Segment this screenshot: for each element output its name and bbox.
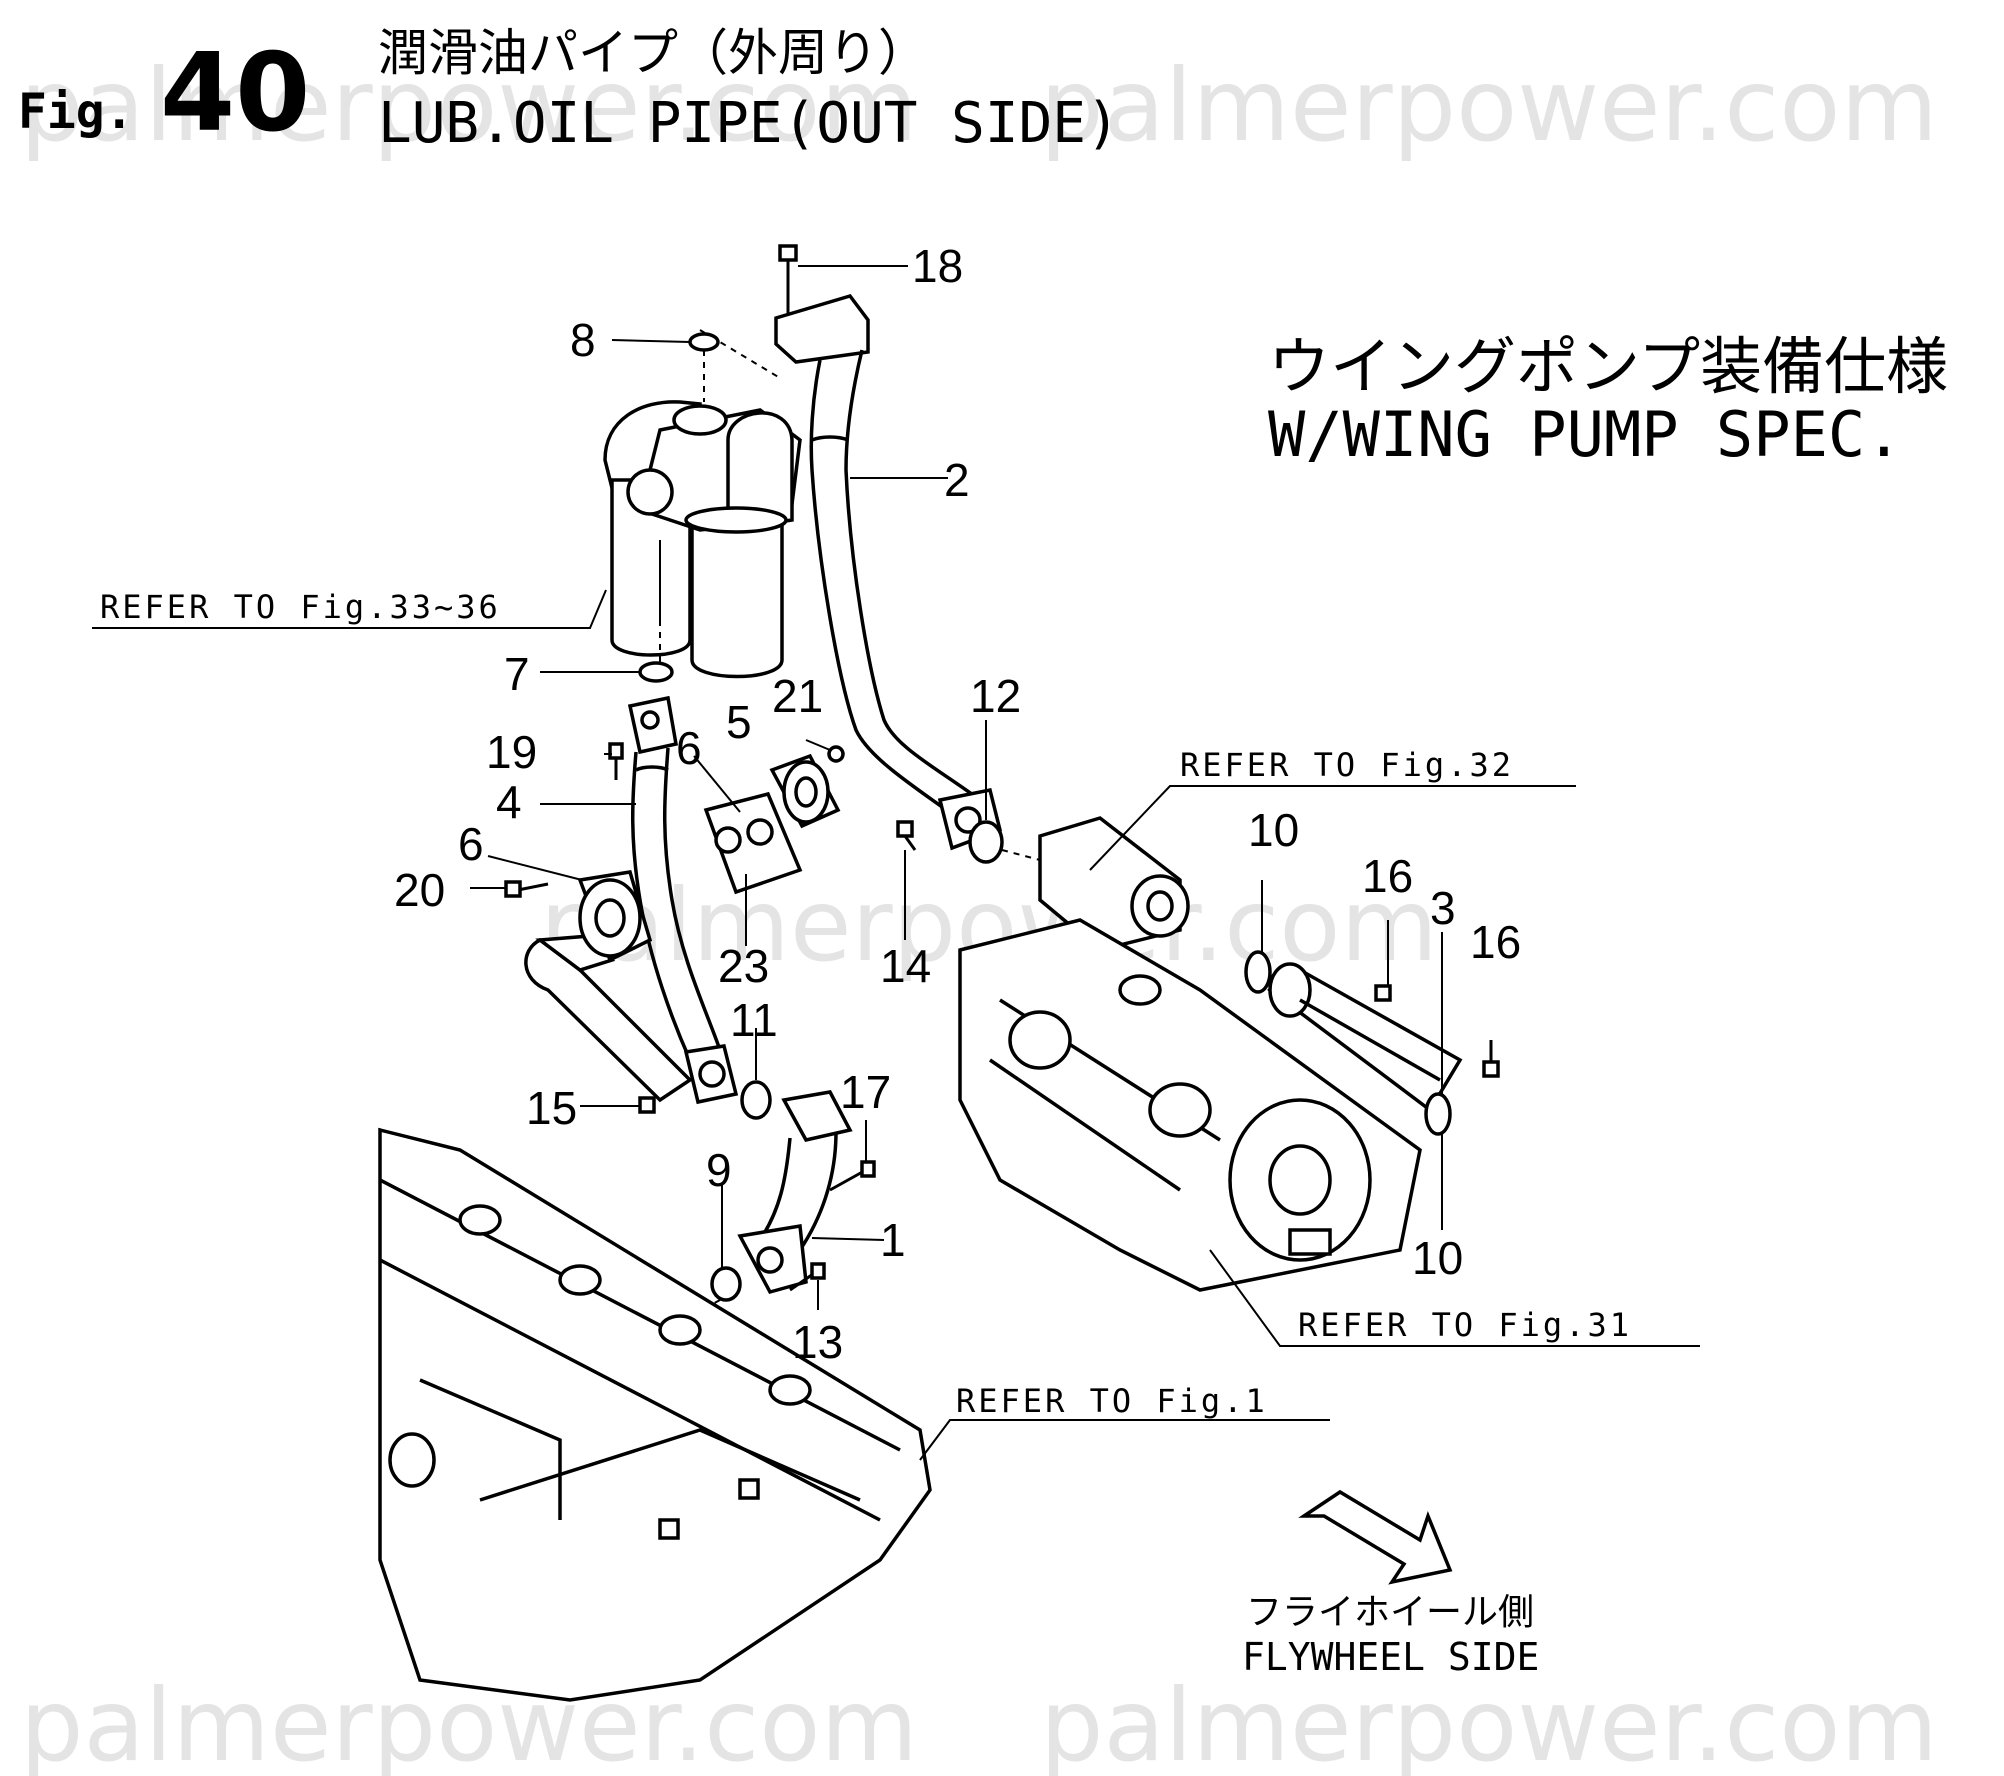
callout-12: 12 [970, 670, 1021, 722]
title-japanese: 潤滑油パイプ（外周り） [378, 24, 928, 82]
reference-fig32: REFER TO Fig.32 [1180, 746, 1514, 784]
callout-9: 9 [706, 1144, 732, 1196]
part-elbow-pipe [524, 870, 739, 1105]
part-pipe-1 [737, 1090, 853, 1295]
callout-20: 20 [394, 864, 445, 916]
callout-15: 15 [526, 1082, 577, 1134]
callout-21: 21 [772, 670, 823, 722]
part-bolt-16-left [1374, 984, 1392, 1002]
part-bolt-14 [896, 820, 917, 851]
watermark-top-right: palmerpower.com [1040, 47, 1938, 164]
leader-lines [470, 265, 1443, 1310]
callout-8: 8 [570, 314, 596, 366]
callout-10-upper: 10 [1248, 804, 1299, 856]
part-wing-pump-assembly [958, 816, 1463, 1292]
reference-fig31: REFER TO Fig.31 [1298, 1306, 1632, 1344]
callout-19: 19 [486, 726, 537, 778]
part-oring-11 [740, 1080, 772, 1120]
part-oring-10-upper [1244, 950, 1272, 994]
callout-14: 14 [880, 940, 931, 992]
fig-prefix: Fig. [18, 84, 134, 140]
callout-3: 3 [1430, 882, 1456, 934]
part-engine-block [378, 1127, 932, 1702]
spec-japanese: ウイングポンプ装備仕様 [1268, 330, 1948, 403]
part-oring-12 [968, 820, 1004, 864]
part-oil-filter-assembly [603, 400, 802, 679]
spec-english: W/WING PUMP SPEC. [1268, 398, 1903, 471]
spec-label: ウイングポンプ装備仕様 W/WING PUMP SPEC. [1268, 330, 1948, 471]
callout-4: 4 [496, 776, 522, 828]
part-bolt-17 [829, 1160, 876, 1192]
callout-13: 13 [792, 1316, 843, 1368]
direction-arrow-icon [1298, 1489, 1453, 1585]
watermark-bottom-right: palmerpower.com [1040, 1667, 1938, 1776]
figure-header: Fig. 40 潤滑油パイプ（外周り） LUB.OIL PIPE(OUT SID… [18, 24, 1120, 156]
callout-16-right: 16 [1470, 916, 1521, 968]
part-bolt-19 [608, 742, 624, 780]
callout-18: 18 [912, 240, 963, 292]
flywheel-label-japanese: フライホイール側 [1246, 1592, 1534, 1633]
part-flange-5 [769, 753, 841, 829]
callout-6-lower: 6 [458, 818, 484, 870]
callout-17: 17 [840, 1066, 891, 1118]
callout-1: 1 [880, 1214, 906, 1266]
watermark-top-left: palmerpower.com [20, 47, 918, 164]
callout-6-upper: 6 [676, 722, 702, 774]
reference-fig33-36: REFER TO Fig.33~36 [100, 588, 501, 626]
part-pipe-2 [774, 293, 1003, 851]
part-oring-9 [710, 1266, 742, 1302]
part-oring-10-lower [1424, 1092, 1452, 1136]
fig-number: 40 [160, 31, 310, 156]
part-bolt-16-right [1482, 1040, 1500, 1078]
callout-7: 7 [504, 648, 530, 700]
flywheel-label-english: FLYWHEEL SIDE [1242, 1635, 1539, 1679]
part-bolt-18 [778, 244, 798, 320]
reference-fig1: REFER TO Fig.1 [956, 1382, 1268, 1420]
flywheel-direction: フライホイール側 FLYWHEEL SIDE [1242, 1489, 1539, 1679]
callout-2: 2 [944, 454, 970, 506]
callout-5: 5 [726, 696, 752, 748]
callout-11: 11 [730, 994, 778, 1046]
part-plate-23 [703, 791, 803, 895]
callout-23: 23 [718, 940, 769, 992]
title-english: LUB.OIL PIPE(OUT SIDE) [378, 91, 1120, 156]
callout-numbers: 18 8 2 7 21 5 12 19 6 4 6 20 23 14 11 15… [394, 240, 1521, 1368]
part-oring-8 [688, 332, 720, 402]
part-bolt-21 [827, 745, 845, 763]
part-bolt-15 [638, 1096, 656, 1114]
callout-10-lower: 10 [1412, 1232, 1463, 1284]
watermark-layer: palmerpower.com palmerpower.com palmerpo… [20, 47, 1938, 1776]
callout-16-left: 16 [1362, 850, 1413, 902]
reference-leaders [92, 589, 1700, 1461]
part-bolt-13 [789, 1262, 826, 1292]
